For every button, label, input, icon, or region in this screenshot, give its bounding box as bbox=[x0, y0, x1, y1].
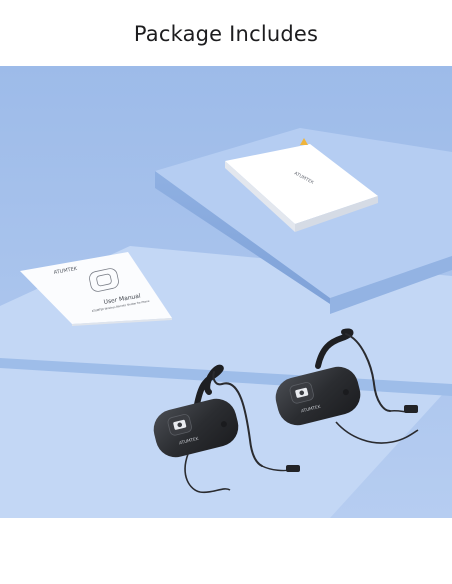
remote-right-brand: ATUMTEK bbox=[301, 404, 322, 414]
remote-drawing-icon bbox=[89, 268, 119, 292]
remote-right: ATUMTEK bbox=[275, 328, 419, 444]
page-title: Package Includes bbox=[133, 22, 319, 46]
camera-icon bbox=[295, 387, 309, 398]
scene: ATUMTEK ATUMTEK User Manual ATUMTEK Wire… bbox=[0, 66, 452, 518]
manual-brand: ATUMTEK bbox=[53, 266, 78, 276]
product-box: ATUMTEK bbox=[225, 138, 378, 232]
remote-left-brand: ATUMTEK bbox=[179, 436, 200, 446]
camera-icon bbox=[173, 419, 187, 430]
lanyard-left bbox=[193, 364, 224, 413]
remote-left: ATUMTEK bbox=[153, 364, 300, 494]
user-manual: ATUMTEK User Manual ATUMTEK Wireless Rem… bbox=[20, 252, 172, 326]
lanyard-right bbox=[315, 328, 354, 369]
brand-logo-icon bbox=[300, 138, 308, 145]
